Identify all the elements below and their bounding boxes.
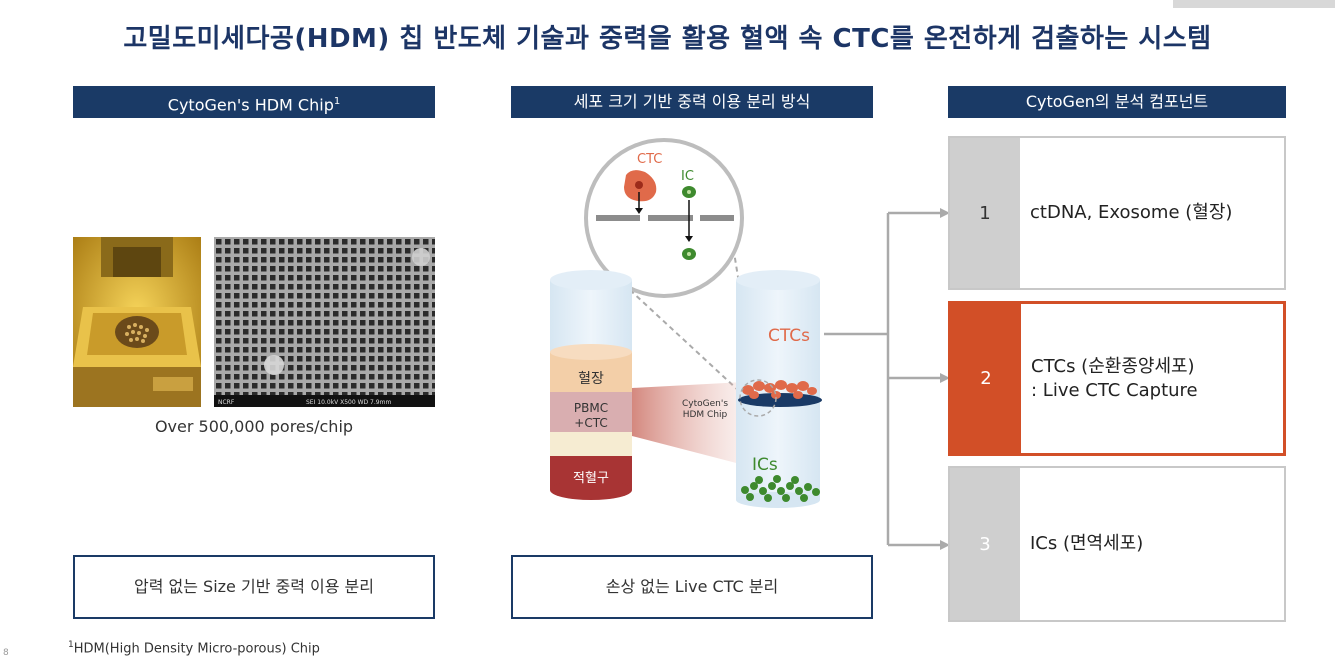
feature-box-live-ctc: 손상 없는 Live CTC 분리 xyxy=(511,555,873,619)
component-label-2: CTCs (순환종양세포) xyxy=(1031,355,1195,377)
chip-zoom-marker xyxy=(739,379,777,417)
header-hdm-chip-label: CytoGen's HDM Chip xyxy=(167,95,334,115)
chip-label-1: CytoGen's xyxy=(682,399,728,409)
component-number-1: 1 xyxy=(950,138,1020,288)
component-number-3: 3 xyxy=(950,468,1020,620)
separation-diagram: CTC IC 혈장 PBMC +CTC 적혈구 xyxy=(540,120,880,524)
chip-caption: Over 500,000 pores/chip xyxy=(154,417,354,436)
blood-tube: 혈장 PBMC +CTC 적혈구 xyxy=(550,270,632,500)
chip-equipment-photo xyxy=(73,237,201,407)
component-label-1: ctDNA, Exosome (혈장) xyxy=(1030,202,1233,223)
top-right-bar xyxy=(1173,0,1335,8)
header-analysis-components: CytoGen의 분석 컴포넌트 xyxy=(948,86,1286,118)
enrichment-cone xyxy=(632,382,744,465)
layer-plasma: 혈장 xyxy=(578,371,604,387)
chip-label-2: HDM Chip xyxy=(683,410,728,420)
settled-ic-cells xyxy=(741,475,820,502)
captured-ctc-cells xyxy=(742,380,817,399)
component-card-3: 3 ICs (면역세포) xyxy=(948,466,1286,622)
layer-ctc: +CTC xyxy=(574,416,607,430)
chip-sem-image: NCRF SEI 10.0kV X500 WD 7.9mm xyxy=(214,237,435,407)
sem-label-settings: SEI 10.0kV X500 WD 7.9mm xyxy=(306,399,391,406)
zoom-ic-label: IC xyxy=(681,169,694,184)
component-sublabel-2: : Live CTC Capture xyxy=(1031,379,1198,401)
component-label-3: ICs (면역세포) xyxy=(1030,533,1144,554)
header-hdm-chip: CytoGen's HDM Chip1 xyxy=(73,86,435,118)
footnote-sup: 1 xyxy=(68,640,74,650)
footnote: 1HDM(High Density Micro-porous) Chip xyxy=(68,640,320,656)
zoom-circle: CTC IC xyxy=(584,138,744,298)
zoom-connector-left xyxy=(629,289,739,391)
layer-rbc: 적혈구 xyxy=(573,471,609,486)
layer-pbmc: PBMC xyxy=(574,401,608,415)
feature-box-pressure-free: 압력 없는 Size 기반 중력 이용 분리 xyxy=(73,555,435,619)
component-card-1: 1 ctDNA, Exosome (혈장) xyxy=(948,136,1286,290)
component-connectors xyxy=(824,208,950,550)
page-number: 8 xyxy=(3,648,9,658)
ctcs-label: CTCs xyxy=(768,326,810,346)
ics-label: ICs xyxy=(752,455,778,475)
component-number-2: 2 xyxy=(951,304,1021,453)
footnote-text: HDM(High Density Micro-porous) Chip xyxy=(73,641,320,657)
component-card-2: 2 CTCs (순환종양세포) : Live CTC Capture xyxy=(948,301,1286,456)
sem-label-left: NCRF xyxy=(218,399,235,406)
header-hdm-chip-sup: 1 xyxy=(333,96,341,107)
header-separation-method: 세포 크기 기반 중력 이용 분리 방식 xyxy=(511,86,873,118)
zoom-ctc-label: CTC xyxy=(637,152,662,167)
page-title: 고밀도미세다공(HDM) 칩 반도체 기술과 중력을 활용 혈액 속 CTC를 … xyxy=(123,24,1212,54)
separation-tube: CTCs ICs xyxy=(736,270,822,508)
